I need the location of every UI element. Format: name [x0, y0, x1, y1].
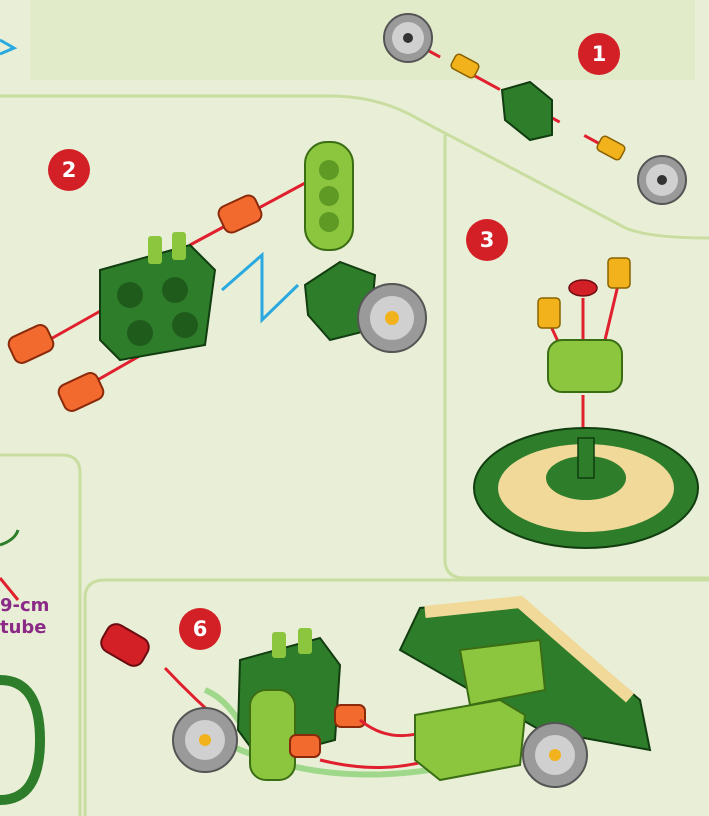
zigzag-icon	[222, 255, 298, 320]
light-green-beam-icon	[548, 340, 622, 392]
peg	[298, 628, 312, 654]
beam-hole	[319, 212, 339, 232]
red-pin-icon	[98, 621, 153, 670]
peg	[172, 232, 186, 260]
step-number-badge: 2	[48, 149, 90, 191]
gear-axle	[385, 311, 399, 325]
beam-hole	[319, 160, 339, 180]
connector-line	[605, 285, 618, 340]
block-hole	[117, 282, 143, 308]
angle-connector-icon	[502, 82, 552, 140]
peg	[272, 632, 286, 658]
arrow-hint-icon	[0, 40, 14, 54]
block-hole	[172, 312, 198, 338]
orange-pin-icon	[335, 705, 365, 727]
yellow-pin-icon	[538, 298, 560, 328]
tube-label-line1: 9-cm	[0, 595, 49, 617]
gear-axle	[549, 749, 561, 761]
orange-pin-icon	[56, 370, 106, 413]
tube-label-line2: tube	[0, 617, 49, 639]
yellow-pin-icon	[596, 135, 626, 161]
yellow-pin-icon	[608, 258, 630, 288]
step-number-badge: 1	[578, 33, 620, 75]
panel-border-top	[0, 96, 709, 238]
gear-axle	[199, 734, 211, 746]
step-number-badge: 6	[179, 608, 221, 650]
orange-pin-icon	[290, 735, 320, 757]
tube-label: 9-cm tube	[0, 595, 49, 639]
turntable-fragment-icon	[0, 680, 40, 800]
gear-axle	[657, 175, 667, 185]
light-green-block-icon	[415, 700, 525, 780]
red-bush-icon	[569, 280, 597, 296]
step-number-badge: 3	[466, 219, 508, 261]
connector-line	[320, 760, 430, 768]
beam-hole	[319, 186, 339, 206]
block-hole	[127, 320, 153, 346]
left-fragment-diagram	[0, 530, 40, 800]
light-green-beam-icon	[250, 690, 295, 780]
gear-axle	[403, 33, 413, 43]
step3-diagram	[474, 258, 698, 548]
tube-end	[0, 530, 18, 545]
orange-pin-icon	[6, 322, 56, 365]
peg	[148, 236, 162, 264]
block-hole	[162, 277, 188, 303]
turntable-axle	[578, 438, 594, 478]
